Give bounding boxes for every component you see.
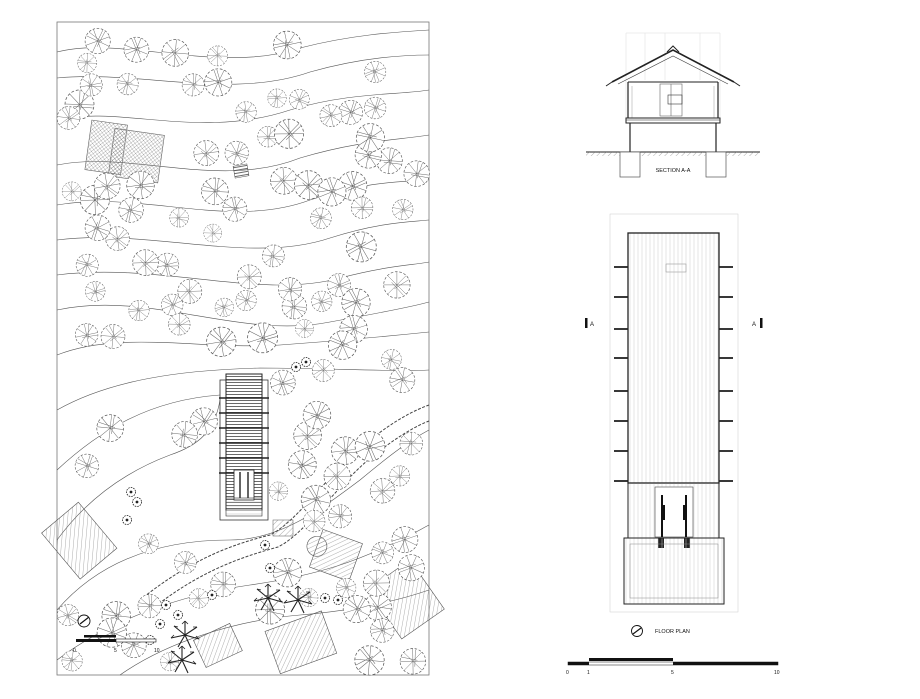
pavilion-site [219,373,269,521]
section-title: SECTION A-A [656,168,691,174]
plan-scale-label: 5 [671,670,674,676]
site-scale-bar: 0 5 10 [73,635,160,654]
site-plan: 0 5 10 [41,21,445,680]
site-scale-label: 0 [73,648,76,654]
section-cut-marker-right: A [752,318,763,328]
plan-scale-label: 10 [774,670,780,676]
site-scale-label: 5 [114,648,117,654]
svg-text:A: A [590,322,594,328]
svg-text:A: A [752,322,756,328]
north-arrow-icon [631,625,643,637]
floor-plan-title: FLOOR PLAN [655,629,690,635]
plan-scale-bar: 0 1 5 10 [566,658,780,676]
north-arrow-icon [77,614,91,628]
plan-scale-label: 1 [587,670,590,676]
tree-icon [383,271,411,299]
floor-plan: A A FLOOR PLAN 0 1 5 10 [566,213,780,676]
plan-scale-label: 0 [566,670,569,676]
section-drawing: SECTION A-A [586,32,760,178]
deck [623,537,725,605]
section-cut-marker-left: A [585,318,594,328]
site-scale-label: 10 [154,648,160,654]
main-hall [627,232,720,484]
